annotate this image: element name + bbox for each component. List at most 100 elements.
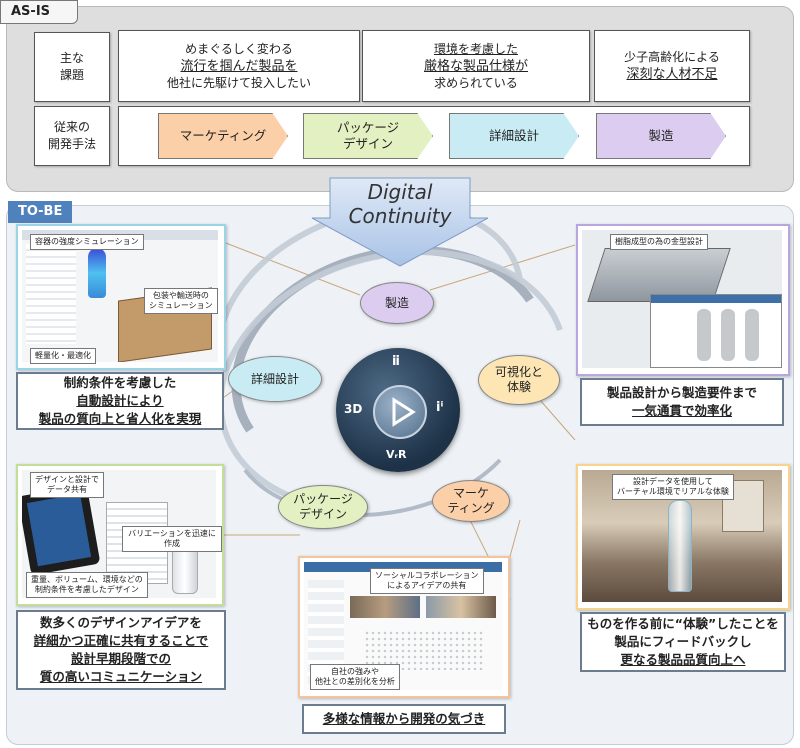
oval-label: 体験	[506, 380, 531, 394]
note-package-sim: 包装や輸送時の シミュレーション	[144, 288, 218, 314]
oval-label: 可視化と	[494, 365, 543, 379]
row-label-line: 主な	[59, 51, 84, 65]
process-marketing: マーケティング	[158, 113, 288, 159]
process-label: パッケージ デザイン	[336, 120, 400, 151]
oval-label: パッケージ	[293, 492, 353, 506]
oval-detail-design: 詳細設計	[228, 356, 322, 402]
play-button	[373, 385, 427, 439]
image-strip	[350, 596, 420, 618]
compass-top: ⅱ	[392, 354, 400, 369]
caption-line: 制約条件を考慮した	[63, 375, 177, 390]
process-package-design: パッケージ デザイン	[303, 113, 433, 159]
caption-line: 質の高いコミュニケーション	[39, 669, 203, 684]
note-analysis: 自社の強みや 他社との差別化を分析	[310, 664, 400, 690]
row-label-method: 従来の 開発手法	[34, 106, 110, 166]
card-package-design: デザインと設計で データ共有 バリエーションを迅速に作成 重量、ボリューム、環境…	[16, 464, 224, 606]
mold-screenshot	[582, 230, 782, 368]
process-label: 製造	[648, 128, 674, 143]
process-label: 詳細設計	[488, 128, 539, 143]
window-titlebar	[651, 295, 781, 303]
oval-label: ティング	[447, 501, 495, 515]
tablet-screen	[26, 493, 92, 567]
caption-line: 多様な情報から開発の気づき	[322, 711, 486, 726]
bottle-preview	[697, 309, 711, 361]
challenge-trend: めまぐるしく変わる 流行を掴んだ製品を 他社に先駆けて投入したい	[118, 30, 360, 102]
challenge-environment: 環境を考慮した 厳格な製品仕様が 求められている	[362, 30, 590, 102]
tablet-device	[22, 484, 101, 576]
challenge-line: 深刻な人材不足	[626, 67, 718, 82]
note-mold-design: 樹脂成型の為の金型設計	[610, 234, 708, 250]
challenge-line: 求められている	[434, 75, 518, 90]
compass-right: iⁱ	[436, 400, 444, 415]
process-detail-design: 詳細設計	[449, 113, 579, 159]
challenge-line: 環境を考慮した	[433, 41, 518, 56]
caption-marketing: 多様な情報から開発の気づき	[302, 704, 506, 734]
caption-manufacturing: 製品設計から製造要件まで 一気通貫で効率化	[580, 378, 784, 426]
digital-continuity-arrow	[311, 177, 489, 267]
caption-line: 自動設計により	[76, 393, 164, 408]
oval-manufacturing: 製造	[360, 282, 434, 324]
vr-bottle	[668, 500, 692, 592]
note-social: ソーシャルコラボレーション によるアイデアの共有	[370, 568, 484, 594]
oval-marketing: マーケティング	[432, 480, 510, 522]
note-data-share: デザインと設計で データ共有	[30, 472, 104, 498]
asis-tag: AS-IS	[0, 0, 78, 24]
challenge-line: 少子高齢化による	[624, 50, 720, 64]
caption-line: 製品設計から製造要件まで	[606, 385, 757, 400]
card-visualization: 設計データを使用して バーチャル環境でリアルな体験	[576, 464, 790, 610]
oval-label: マーケ	[452, 486, 489, 500]
app-header	[304, 562, 502, 572]
card-manufacturing: 樹脂成型の為の金型設計	[576, 224, 790, 376]
challenge-line: 他社に先駆けて投入したい	[166, 75, 311, 90]
oval-package-design: パッケージデザイン	[278, 485, 368, 529]
compass-bottom: VᵣR	[386, 448, 407, 461]
digital-continuity-label: Digital Continuity	[300, 180, 500, 228]
challenge-line: 厳格な製品仕様が	[423, 58, 528, 74]
bottle-preview	[721, 309, 735, 361]
world-map	[364, 630, 484, 670]
challenge-line: 流行を掴んだ製品を	[180, 58, 298, 74]
challenge-staffing: 少子高齢化による 深刻な人材不足	[594, 30, 750, 102]
row-label-challenges: 主な 課題	[34, 32, 110, 102]
caption-line: 製品の質向上と省人化を実現	[38, 411, 202, 426]
compass-logo: ⅱ 3D iⁱ VᵣR	[336, 348, 460, 472]
banner-line: Continuity	[348, 204, 452, 228]
bottle-preview	[745, 309, 759, 361]
caption-line: 一気通貫で効率化	[631, 403, 732, 418]
play-icon	[392, 397, 416, 427]
caption-line: 更なる製品品質向上へ	[620, 652, 746, 667]
row-label-line: 従来の	[53, 120, 90, 134]
compass-left: 3D	[344, 402, 363, 416]
caption-detail-design: 制約条件を考慮した 自動設計により 製品の質向上と省人化を実現	[16, 372, 224, 430]
caption-visualization: ものを作る前に“体験”したことを 製品にフィードバックし 更なる製品品質向上へ	[580, 612, 786, 672]
sim-window	[650, 294, 782, 368]
caption-line: 設計早期段階での	[70, 651, 171, 666]
note-constraints: 重量、ボリューム、環境などの 制約条件を考慮したデザイン	[26, 572, 148, 598]
banner-line: Digital	[367, 180, 433, 204]
note-strength-sim: 容器の強度シミュレーション	[30, 234, 144, 250]
caption-line: ものを作る前に“体験”したことを	[587, 616, 779, 631]
challenge-line: めまぐるしく変わる	[185, 41, 293, 56]
oval-label: 製造	[384, 295, 409, 310]
note-variations: バリエーションを迅速に作成	[122, 526, 222, 552]
row-label-line: 開発手法	[47, 137, 96, 151]
caption-line: 数多くのデザインアイデアを	[40, 615, 202, 630]
process-label: マーケティング	[179, 128, 267, 143]
image-strip	[426, 596, 496, 618]
caption-line: 詳細かつ正確に共有することで	[33, 633, 209, 648]
oval-visualization: 可視化と体験	[478, 355, 560, 405]
tobe-tag: TO-BE	[8, 201, 73, 223]
cad-screenshot	[22, 230, 218, 362]
row-label-line: 課題	[59, 68, 84, 82]
window-frame	[722, 480, 764, 532]
caption-package-design: 数多くのデザインアイデアを 詳細かつ正確に共有することで 設計早期段階での 質の…	[16, 610, 226, 690]
note-lightweight: 軽量化・最適化	[30, 348, 96, 364]
oval-label: デザイン	[298, 507, 347, 521]
process-manufacturing: 製造	[596, 113, 726, 159]
tree-panel	[26, 244, 76, 344]
caption-line: 製品にフィードバックし	[614, 634, 752, 649]
vr-screenshot	[582, 470, 782, 602]
bottle-model	[88, 248, 106, 298]
note-vr: 設計データを使用して バーチャル環境でリアルな体験	[612, 474, 734, 500]
card-marketing: ソーシャルコラボレーション によるアイデアの共有 自社の強みや 他社との差別化を…	[298, 556, 510, 698]
